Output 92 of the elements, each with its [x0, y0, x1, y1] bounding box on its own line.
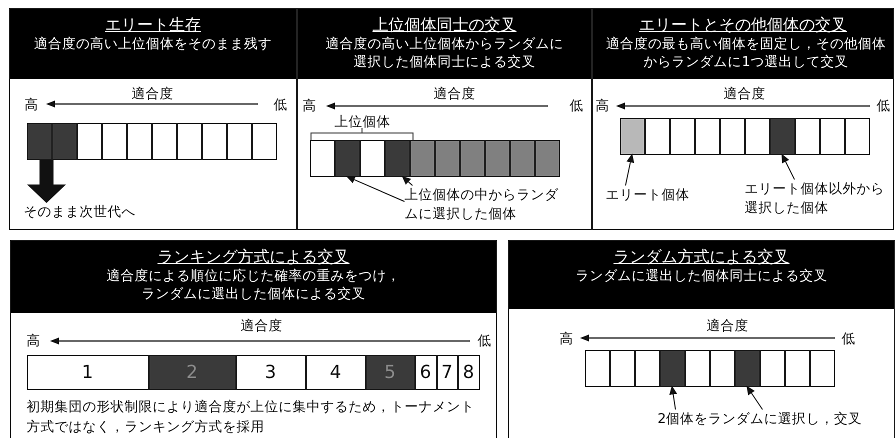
caption-text: そのまま次世代へ	[24, 202, 136, 222]
individual-cell	[844, 118, 870, 154]
individual-cell	[760, 350, 784, 386]
individual-cell	[510, 140, 534, 176]
high-label: 高	[560, 330, 574, 346]
axis-label: 適合度	[132, 86, 174, 102]
block-arrow	[27, 160, 66, 203]
individual-cell	[202, 122, 226, 160]
rank-cell: 4	[306, 354, 366, 390]
panel-title: エリート生存	[105, 15, 201, 35]
individual-cell	[684, 350, 710, 386]
individual-cell	[310, 140, 334, 176]
panel-subtitle: 適合度による順位に応じた確率の重みをつけ，ランダムに選出した個体による交叉	[106, 267, 402, 303]
panel-subtitle: 適合度の最も高い個体を固定し，その他個体からランダムに1つ選出して交叉	[605, 35, 887, 71]
callout-text: 2個体をランダムに選択し，交叉	[658, 410, 862, 428]
callout-text: エリート個体	[606, 186, 690, 204]
callout-text: エリート個体以外から選択した個体	[744, 180, 892, 218]
individual-cell	[620, 118, 644, 154]
individual-cell	[794, 118, 820, 154]
rank-cell: 1	[26, 354, 148, 390]
individual-cell	[334, 140, 360, 176]
panel-subtitle: 適合度の高い上位個体をそのまま残す	[33, 35, 273, 53]
panel-card	[9, 8, 297, 230]
panel-title: エリートとその他個体の交叉	[639, 15, 847, 35]
high-label: 高	[26, 332, 40, 348]
individual-cell	[720, 118, 744, 154]
panel-card	[10, 240, 497, 438]
individual-cell	[152, 122, 176, 160]
panel-card	[592, 8, 894, 230]
rank-cell: 6	[414, 354, 436, 390]
note-text: 初期集団の形状制限により適合度が上位に集中するため，トーナメント方式ではなく，ランキング方式を採用	[26, 398, 476, 436]
panel-title: 上位個体同士の交叉	[372, 15, 516, 35]
axis-label: 適合度	[724, 86, 766, 102]
individual-cell	[660, 350, 684, 386]
individual-cell	[694, 118, 720, 154]
high-label: 高	[596, 98, 610, 114]
individual-cell	[460, 140, 484, 176]
rank-cell: 7	[436, 354, 458, 390]
high-label: 高	[302, 98, 316, 114]
panel-subtitle: ランダムに選出した個体同士による交叉	[574, 267, 828, 285]
individual-cell	[76, 122, 102, 160]
bracket-label: 上位個体	[334, 114, 390, 130]
individual-cell	[744, 118, 770, 154]
leader-line	[402, 176, 413, 186]
individual-cell	[126, 122, 152, 160]
panel-card	[508, 240, 895, 438]
rank-cell: 5	[366, 354, 414, 390]
individual-cell	[26, 122, 52, 160]
low-label: 低	[876, 98, 890, 114]
individual-cell	[610, 350, 634, 386]
leader-line	[625, 154, 634, 186]
individual-cell	[384, 140, 410, 176]
individual-cell	[102, 122, 126, 160]
panel-title: ランキング方式による交叉	[158, 247, 350, 267]
rank-cell: 2	[148, 354, 236, 390]
individual-cell	[534, 140, 560, 176]
individual-cell	[644, 118, 670, 154]
low-label: 低	[274, 96, 288, 112]
individual-cell	[670, 118, 694, 154]
individual-cell	[52, 122, 76, 160]
axis-label: 適合度	[706, 318, 748, 334]
axis-label: 適合度	[240, 318, 282, 334]
leader-line	[669, 386, 678, 410]
individual-cell	[634, 350, 660, 386]
callout-text: 上位個体の中からランダムに選択した個体	[404, 186, 564, 224]
panel-subtitle: 適合度の高い上位個体からランダムに選択した個体同士による交叉	[324, 35, 564, 71]
rank-cell: 3	[236, 354, 306, 390]
individual-cell	[176, 122, 202, 160]
leader-line	[346, 176, 405, 202]
individual-cell	[820, 118, 844, 154]
axis-label: 適合度	[434, 86, 476, 102]
high-label: 高	[24, 96, 38, 112]
individual-cell	[226, 122, 252, 160]
individual-cell	[252, 122, 276, 160]
individual-cell	[810, 350, 834, 386]
individual-cell	[784, 350, 810, 386]
individual-cell	[410, 140, 434, 176]
individual-cell	[484, 140, 510, 176]
panel-card	[297, 8, 592, 230]
panel-title: ランダム方式による交叉	[614, 247, 790, 267]
low-label: 低	[478, 332, 492, 348]
individual-cell	[434, 140, 460, 176]
individual-cell	[734, 350, 760, 386]
individual-cell	[770, 118, 794, 154]
individual-cell	[710, 350, 734, 386]
leader-line	[746, 386, 763, 410]
rank-cell: 8	[458, 354, 480, 390]
leader-line	[782, 154, 795, 180]
individual-cell	[584, 350, 610, 386]
low-label: 低	[570, 98, 584, 114]
individual-cell	[360, 140, 384, 176]
low-label: 低	[842, 330, 856, 346]
